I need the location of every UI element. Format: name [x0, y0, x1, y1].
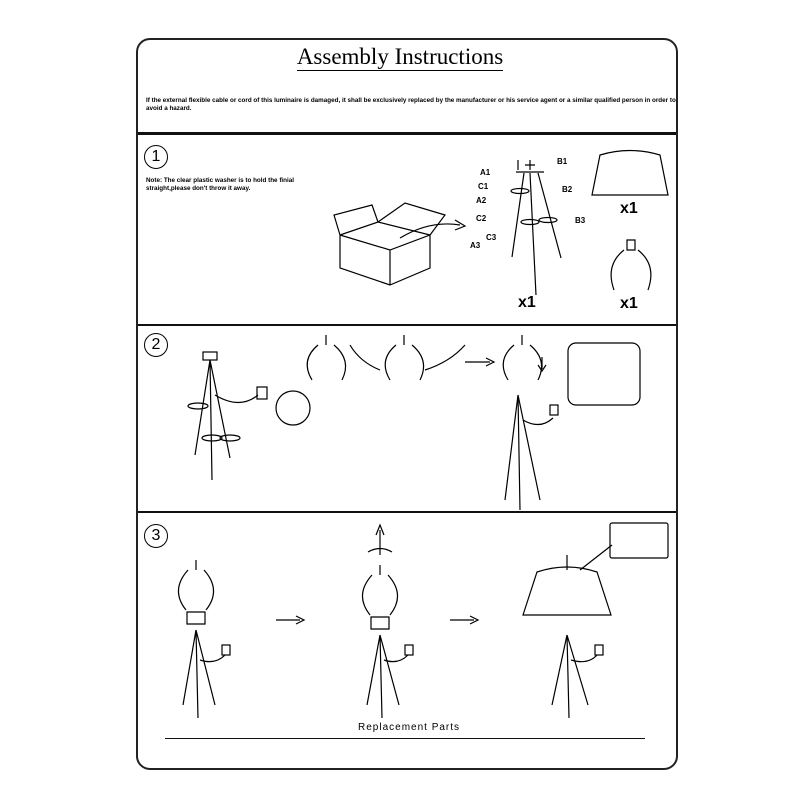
divider: [165, 738, 645, 739]
part-label: C3: [486, 233, 497, 242]
arrow-head: [454, 219, 467, 231]
page-title: Assembly Instructions: [296, 44, 504, 71]
step-3-illustrations: [177, 522, 669, 719]
harp-quantity: x1: [620, 295, 638, 312]
safety-warning: If the external flexible cable or cord o…: [146, 97, 676, 112]
lamp-shade-illustration: [591, 149, 669, 196]
part-label: C2: [476, 214, 487, 223]
part-label: A3: [470, 241, 481, 250]
part-label: B1: [557, 157, 568, 166]
part-label: B2: [562, 185, 573, 194]
box-illustration: [333, 202, 446, 286]
tripod-illustration: [510, 160, 562, 296]
divider: [138, 132, 676, 135]
part-label: A1: [480, 168, 491, 177]
part-label: C1: [478, 182, 489, 191]
divider: [138, 511, 676, 513]
part-label: A2: [476, 196, 487, 205]
step-1-note: Note: The clear plastic washer is to hol…: [146, 177, 295, 192]
step-2-illustrations: [187, 335, 641, 511]
replacement-parts-label: Replacement Parts: [358, 722, 461, 733]
divider: [138, 324, 676, 326]
tripod-quantity: x1: [518, 294, 536, 311]
harp-illustration: [610, 239, 652, 291]
page-frame: [136, 38, 678, 770]
part-label: B3: [575, 216, 586, 225]
step-1-number: 1: [144, 145, 168, 169]
step-3-number: 3: [144, 524, 168, 548]
step-2-number: 2: [144, 333, 168, 357]
arrow-icon: [399, 223, 461, 239]
shade-quantity: x1: [620, 200, 638, 217]
